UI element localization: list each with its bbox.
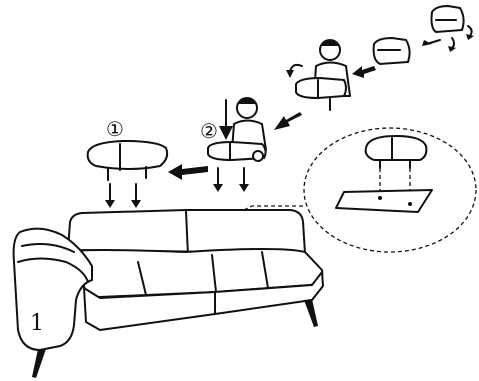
seat-seam-left: [137, 261, 147, 296]
detail-hole-left: [378, 196, 382, 200]
sofa-leg-right: [304, 299, 318, 327]
part-number-label: 1: [30, 311, 44, 336]
seat-seam-right: [261, 251, 269, 289]
sofa-base: [83, 271, 324, 331]
person-two-hand: [252, 150, 264, 162]
sofa-leg-left: [32, 349, 46, 378]
detail-base-plate: [335, 189, 433, 213]
person-two-cap: [237, 98, 257, 104]
down-arrows-step-2: [213, 167, 249, 192]
detail-circle: [303, 127, 477, 253]
detail-hole-right: [408, 202, 412, 206]
step-two-arrow-head: [219, 126, 233, 140]
armrest-inner-curve: [21, 243, 75, 253]
sofa: 1: [12, 209, 324, 378]
armrest-top-curve: [17, 257, 89, 283]
person-three-cap: [320, 40, 340, 46]
detail-callout: [243, 127, 477, 253]
headrest-three: [295, 77, 347, 99]
rotate-arrow-head: [286, 70, 294, 78]
small-arrows: [422, 25, 474, 52]
seat-seam-mid: [211, 254, 217, 293]
headrest-step-1: ①: [86, 117, 169, 208]
headrest-rotation-sequence: [372, 5, 474, 65]
move-left-arrow: [168, 164, 208, 180]
detail-leader-line: [243, 205, 304, 211]
step-two-label: ②: [200, 119, 218, 143]
step-one-label: ①: [106, 117, 124, 141]
person-step-upper: [286, 39, 351, 111]
person-arrow-lower: [274, 112, 302, 130]
person-step-2: ②: [200, 97, 267, 192]
headrest-two: [207, 141, 267, 161]
upper-arrow: [352, 66, 376, 78]
down-arrows-step-1: [105, 183, 141, 208]
headrest-one: [86, 140, 169, 170]
back-seam: [185, 210, 189, 257]
detail-headrest: [364, 135, 428, 161]
